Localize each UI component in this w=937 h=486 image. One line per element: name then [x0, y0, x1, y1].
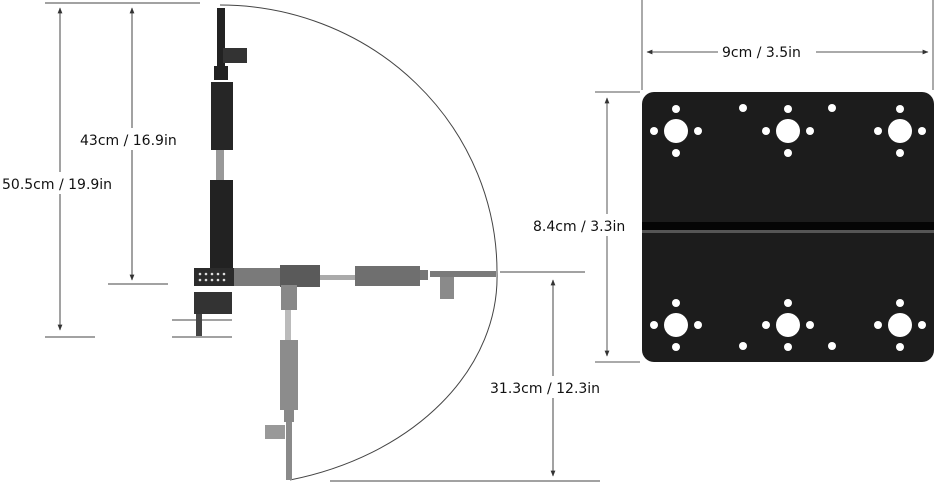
mounting-hole	[828, 342, 836, 350]
mounting-hole	[776, 313, 800, 337]
mounting-plate-illustration	[642, 92, 934, 362]
mounting-hole	[664, 119, 688, 143]
dimension-plate-height	[530, 91, 640, 363]
mounting-hole	[828, 104, 836, 112]
mounting-hole	[650, 321, 658, 329]
rotation-arc	[219, 4, 498, 481]
mounting-hole	[762, 321, 770, 329]
mounting-hole	[694, 321, 702, 329]
mounting-hole	[664, 313, 688, 337]
mounting-hole	[896, 149, 904, 157]
mounting-hole	[784, 343, 792, 351]
mounting-hole	[762, 127, 770, 135]
mounting-hole	[739, 104, 747, 112]
mounting-hole	[888, 313, 912, 337]
mounting-hole	[806, 321, 814, 329]
mounting-hole	[672, 343, 680, 351]
mounting-hole	[896, 105, 904, 113]
arm-height-label: 43cm / 16.9in	[80, 133, 177, 149]
mounting-hole	[806, 127, 814, 135]
articulating-arm-illustration	[172, 8, 496, 480]
plate-height-label: 8.4cm / 3.3in	[533, 219, 625, 235]
dimension-plate-width	[641, 0, 934, 90]
mounting-hole	[672, 105, 680, 113]
plate-width-label: 9cm / 3.5in	[722, 45, 801, 61]
mounting-hole	[776, 119, 800, 143]
mounting-hole	[784, 105, 792, 113]
mounting-hole	[896, 343, 904, 351]
mounting-hole	[672, 299, 680, 307]
mounting-hole	[694, 127, 702, 135]
total-height-label: 50.5cm / 19.9in	[2, 177, 112, 193]
dimension-total-height	[0, 2, 200, 338]
mounting-hole	[918, 127, 926, 135]
mounting-hole	[874, 321, 882, 329]
mounting-hole	[650, 127, 658, 135]
mounting-hole	[888, 119, 912, 143]
mounting-hole	[784, 149, 792, 157]
dimension-arm-height	[78, 7, 196, 285]
mounting-hole	[918, 321, 926, 329]
dimension-side-reach	[330, 271, 618, 482]
mounting-hole	[784, 299, 792, 307]
mounting-hole	[874, 127, 882, 135]
side-reach-label: 31.3cm / 12.3in	[490, 381, 600, 397]
mounting-hole	[739, 342, 747, 350]
mounting-hole	[672, 149, 680, 157]
mounting-hole	[896, 299, 904, 307]
